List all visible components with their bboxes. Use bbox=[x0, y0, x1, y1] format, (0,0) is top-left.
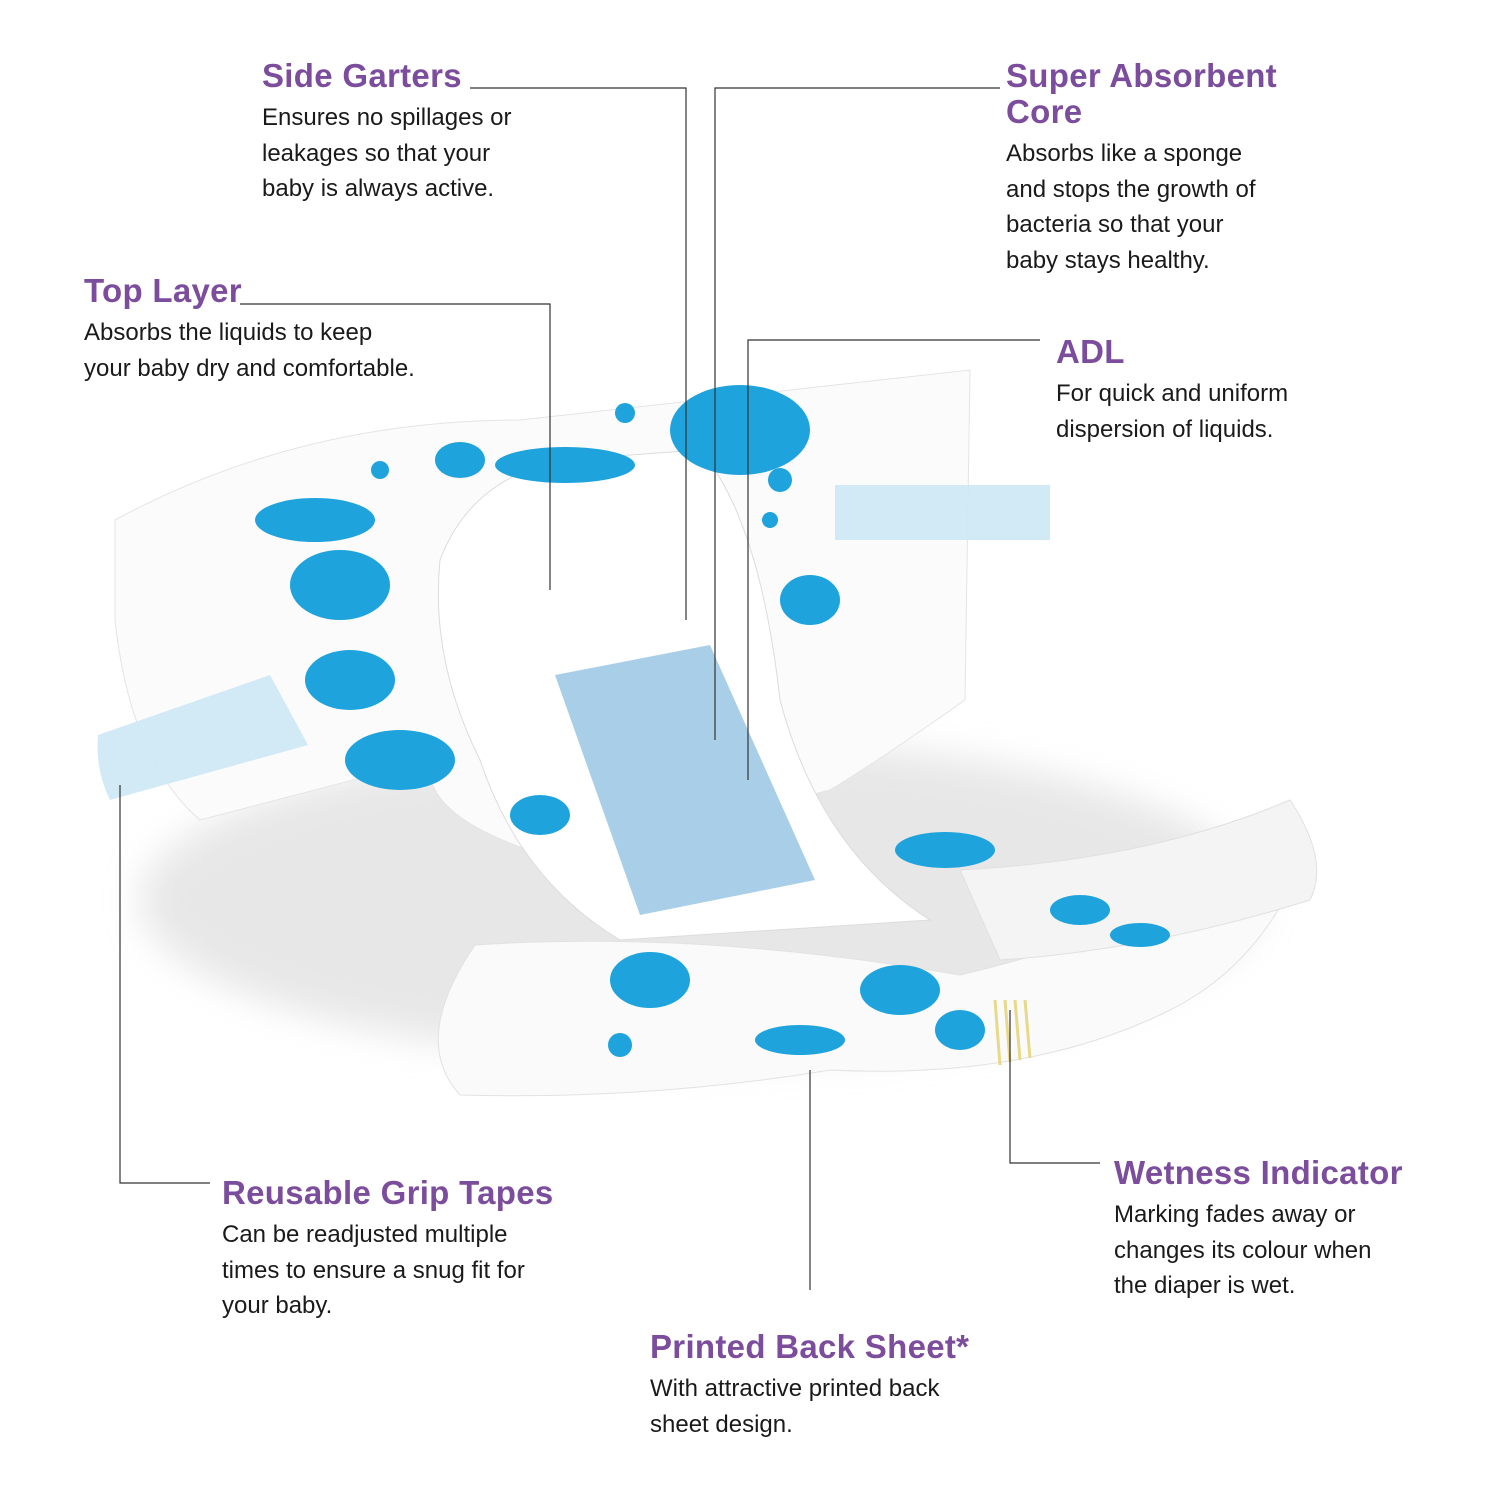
side-garters-title: Side Garters bbox=[262, 57, 462, 94]
super-absorbent-core-description: Absorbs like a sponge and stops the grow… bbox=[1006, 136, 1277, 278]
back-sheet-description: With attractive printed back sheet desig… bbox=[650, 1371, 969, 1442]
title-line: Core bbox=[1006, 93, 1083, 130]
adl-description: For quick and uniform dispersion of liqu… bbox=[1056, 376, 1288, 447]
callout-top-layer: Top Layer Absorbs the liquids to keep yo… bbox=[84, 273, 415, 386]
back-sheet-title: Printed Back Sheet* bbox=[650, 1328, 970, 1365]
callout-grip-tapes: Reusable Grip Tapes Can be readjusted mu… bbox=[222, 1175, 554, 1324]
wetness-indicator-title: Wetness Indicator bbox=[1114, 1154, 1403, 1191]
desc-line: leakages so that your bbox=[262, 139, 491, 167]
desc-line: Can be readjusted multiple bbox=[222, 1221, 508, 1248]
desc-line: Ensures no spillages or bbox=[262, 104, 512, 131]
desc-line: and stops the growth of bbox=[1006, 175, 1256, 203]
absorbent-pad bbox=[555, 645, 815, 915]
desc-line: times to ensure a snug fit for bbox=[222, 1256, 525, 1284]
diaper-wing-right bbox=[959, 799, 1318, 961]
leader-super-absorbent-core bbox=[714, 87, 1000, 740]
desc-line: Absorbs the liquids to keep bbox=[84, 319, 373, 346]
leader-adl bbox=[747, 339, 1040, 780]
leader-top-layer bbox=[240, 303, 551, 590]
desc-line: bacteria so that your bbox=[1006, 211, 1224, 238]
super-absorbent-core-title: Super Absorbent Core bbox=[1006, 58, 1277, 130]
callout-wetness-indicator: Wetness Indicator Marking fades away or … bbox=[1114, 1155, 1403, 1304]
callout-adl: ADL For quick and uniform dispersion of … bbox=[1056, 334, 1288, 447]
desc-line: your baby. bbox=[222, 1292, 333, 1319]
desc-line: With attractive printed back bbox=[650, 1375, 940, 1402]
desc-line: changes its colour when bbox=[1114, 1236, 1372, 1264]
desc-line: For quick and uniform bbox=[1056, 380, 1289, 407]
diaper-front-panel bbox=[437, 838, 1311, 1097]
top-layer-title: Top Layer bbox=[84, 272, 242, 309]
desc-line: Marking fades away or bbox=[1114, 1201, 1356, 1228]
callout-back-sheet: Printed Back Sheet* With attractive prin… bbox=[650, 1329, 969, 1442]
desc-line: dispersion of liquids. bbox=[1056, 415, 1274, 443]
desc-line: baby stays healthy. bbox=[1006, 246, 1210, 274]
top-layer-description: Absorbs the liquids to keep your baby dr… bbox=[84, 315, 415, 386]
wetness-indicator-description: Marking fades away or changes its colour… bbox=[1114, 1197, 1403, 1304]
leader-grip-tapes bbox=[119, 785, 210, 1184]
callout-side-garters: Side Garters Ensures no spillages or lea… bbox=[262, 58, 511, 207]
desc-line: the diaper is wet. bbox=[1114, 1272, 1296, 1299]
side-garters-description: Ensures no spillages or leakages so that… bbox=[262, 100, 511, 207]
desc-line: Absorbs like a sponge bbox=[1006, 140, 1243, 167]
printed-sea-creatures bbox=[255, 385, 1170, 1057]
leader-wetness-indicator bbox=[1009, 1010, 1100, 1164]
leader-lines bbox=[119, 87, 1100, 1290]
wetness-indicator-stripes bbox=[993, 999, 1032, 1066]
title-line: Super Absorbent bbox=[1006, 57, 1277, 94]
leader-side-garters bbox=[470, 87, 687, 620]
desc-line: sheet design. bbox=[650, 1410, 793, 1438]
desc-line: baby is always active. bbox=[262, 175, 495, 202]
callout-super-absorbent-core: Super Absorbent Core Absorbs like a spon… bbox=[1006, 58, 1277, 278]
adl-title: ADL bbox=[1056, 333, 1125, 370]
grip-tapes-description: Can be readjusted multiple times to ensu… bbox=[222, 1217, 554, 1324]
grip-tapes-title: Reusable Grip Tapes bbox=[222, 1174, 554, 1211]
grip-tape-left bbox=[97, 675, 308, 800]
desc-line: your baby dry and comfortable. bbox=[84, 354, 415, 382]
grip-tape-right bbox=[835, 485, 1050, 540]
